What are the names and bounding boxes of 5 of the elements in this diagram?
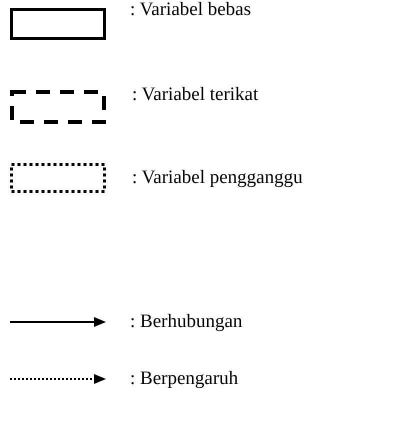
legend-label: : Berpengaruh bbox=[130, 368, 238, 390]
legend-label: : Variabel bebas bbox=[130, 0, 251, 21]
legend-label: : Variabel terikat bbox=[132, 84, 258, 106]
legend-label: : Berhubungan bbox=[130, 311, 242, 333]
legend-label: : Variabel pengganggu bbox=[132, 167, 303, 189]
